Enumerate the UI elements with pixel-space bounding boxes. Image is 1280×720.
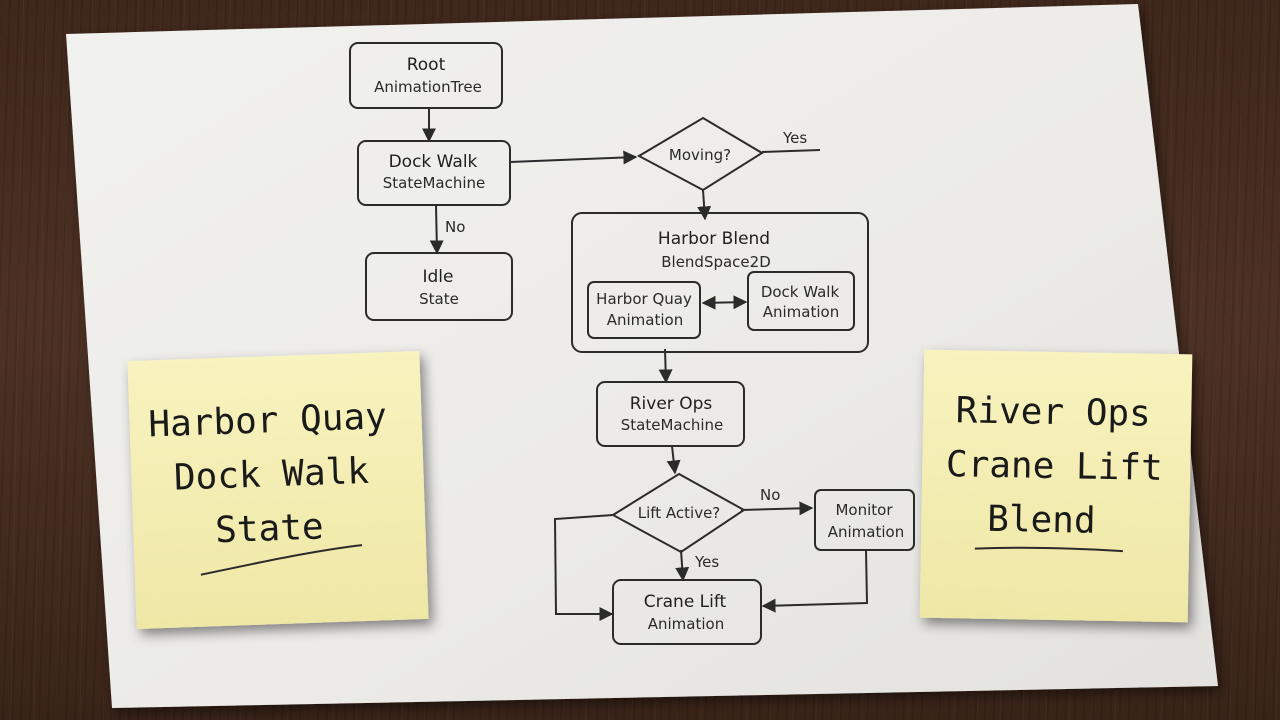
sticky-right-line-2: Crane Lift <box>946 444 1163 489</box>
sticky-left-line-3: State <box>214 506 324 551</box>
sticky-note-right-paper <box>919 349 1193 623</box>
sticky-left-underline <box>200 544 363 576</box>
node-dock-walk-title: Dock Walk <box>389 152 478 172</box>
edge-lift-loop-to-crane <box>553 514 614 621</box>
node-root-title: Root <box>407 55 446 75</box>
edge-monitor-to-crane <box>761 549 869 613</box>
sticky-right-line-1: River Ops <box>955 390 1151 434</box>
connectors <box>422 108 869 621</box>
edge-harborblend-to-riverops <box>658 348 673 384</box>
sticky-right-line-3: Blend <box>987 499 1096 542</box>
node-harbor-quay-title: Harbor Quay <box>596 290 692 308</box>
edge-lift-no-to-monitor <box>740 501 814 516</box>
node-idle: Idle State <box>365 252 513 321</box>
node-dock-walk-animation: Dock Walk Animation <box>747 271 855 331</box>
edge-label-yes-crane: Yes <box>694 553 719 571</box>
node-harbor-blend: Harbor Blend BlendSpace2D <box>571 212 869 353</box>
node-crane-lift: Crane Lift Animation <box>612 579 762 645</box>
node-harbor-quay-subtitle: Animation <box>607 311 683 329</box>
edge-riverops-to-lift <box>666 445 681 475</box>
node-idle-subtitle: State <box>419 290 459 308</box>
edge-label-no-monitor: No <box>760 486 780 504</box>
sticky-note-left-paper <box>127 350 429 630</box>
edge-moving-to-harborblend <box>697 189 712 221</box>
sticky-left-line-2: Dock Walk <box>173 451 370 499</box>
node-harbor-blend-subtitle: BlendSpace2D <box>661 253 771 271</box>
edge-label-yes-moving: Yes <box>782 129 807 147</box>
node-river-ops-title: River Ops <box>630 394 713 414</box>
node-monitor-title: Monitor <box>835 501 893 519</box>
sticky-right-underline <box>974 546 1123 553</box>
node-harbor-blend-title: Harbor Blend <box>658 229 770 249</box>
edge-dockwalk-to-idle <box>429 204 444 255</box>
node-river-ops: River Ops StateMachine <box>596 381 745 447</box>
node-dock-walk-anim-title: Dock Walk <box>761 283 840 301</box>
node-idle-title: Idle <box>423 267 454 287</box>
decision-moving: Moving? <box>636 116 764 192</box>
sticky-note-left: Harbor Quay Dock Walk State <box>127 350 429 630</box>
sticky-note-right: River Ops Crane Lift Blend <box>919 349 1193 623</box>
node-harbor-quay-animation: Harbor Quay Animation <box>587 281 701 339</box>
node-monitor: Monitor Animation <box>814 489 915 551</box>
decision-lift-active-label: Lift Active? <box>638 504 721 522</box>
edge-quay-walk-bidirectional <box>701 295 748 310</box>
node-dock-walk-subtitle: StateMachine <box>383 174 486 192</box>
node-root-subtitle: AnimationTree <box>374 78 482 96</box>
edge-lift-yes-to-crane <box>675 549 690 582</box>
node-root: Root AnimationTree <box>349 42 503 109</box>
node-dock-walk-anim-subtitle: Animation <box>763 303 839 321</box>
node-crane-lift-title: Crane Lift <box>644 592 727 612</box>
node-monitor-subtitle: Animation <box>828 523 904 541</box>
node-river-ops-subtitle: StateMachine <box>621 416 724 434</box>
edge-dockwalk-to-moving <box>509 150 638 165</box>
edge-moving-yes <box>761 149 821 153</box>
node-dock-walk-statemachine: Dock Walk StateMachine <box>357 140 511 206</box>
sticky-left-line-1: Harbor Quay <box>148 396 388 445</box>
decision-moving-label: Moving? <box>669 146 731 164</box>
decision-lift-active: Lift Active? <box>611 472 746 554</box>
edge-label-no-idle: No <box>445 218 465 236</box>
node-crane-lift-subtitle: Animation <box>648 615 724 633</box>
